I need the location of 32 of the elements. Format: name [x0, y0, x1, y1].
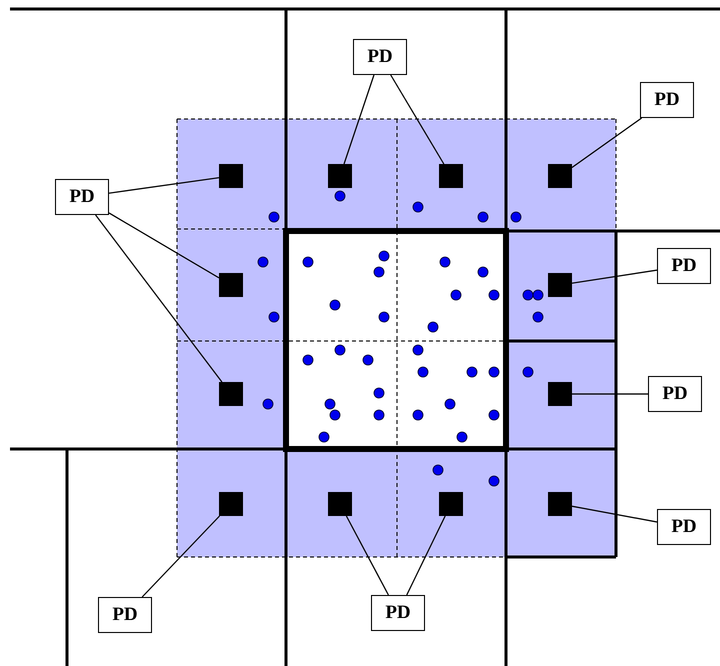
leader-line: [572, 118, 642, 168]
filled-square: [219, 273, 243, 297]
filled-square: [548, 382, 572, 406]
pd-label: PD: [371, 595, 425, 631]
pd-label: PD: [55, 179, 109, 215]
leader-line: [142, 516, 220, 598]
pd-label: PD: [98, 597, 152, 633]
leader-line: [572, 506, 658, 523]
leader-line: [390, 74, 444, 164]
filled-square: [219, 492, 243, 516]
filled-square: [439, 492, 463, 516]
filled-square: [219, 164, 243, 188]
leader-line: [346, 516, 389, 596]
leader-line: [572, 393, 648, 395]
leader-line: [572, 270, 658, 284]
leader-line: [406, 516, 446, 596]
filled-square: [328, 164, 352, 188]
leader-line: [95, 214, 222, 382]
pd-label: PD: [657, 509, 711, 545]
filled-square: [439, 164, 463, 188]
filled-square: [219, 382, 243, 406]
filled-square: [328, 492, 352, 516]
pd-label: PD: [353, 39, 407, 75]
leader-line: [108, 177, 220, 194]
filled-square: [548, 273, 572, 297]
leader-line: [343, 74, 375, 164]
pd-label: PD: [648, 376, 702, 412]
pd-label: PD: [640, 82, 694, 118]
pd-label: PD: [657, 248, 711, 284]
filled-square: [548, 164, 572, 188]
leader-line: [108, 212, 220, 278]
filled-square: [548, 492, 572, 516]
